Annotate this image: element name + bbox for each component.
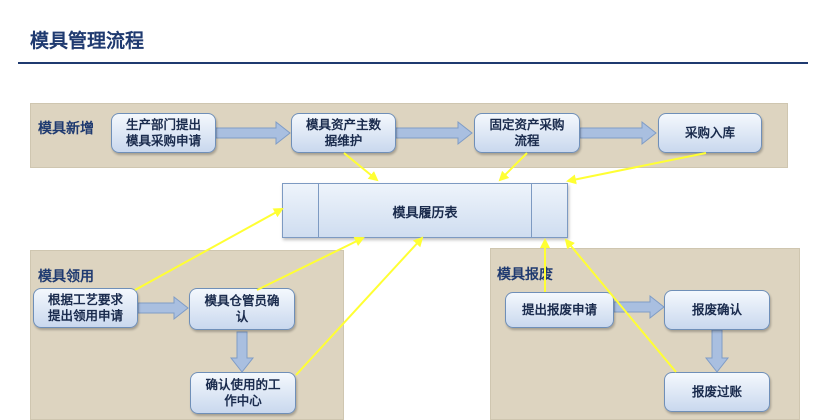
node-fixed-asset-purchase: 固定资产采购 流程 xyxy=(474,113,580,153)
link-apply-use xyxy=(134,208,284,291)
history-right-divider xyxy=(531,184,532,237)
node-master-data: 模具资产主数 据维护 xyxy=(291,113,396,153)
flow-arrow-6 xyxy=(613,294,665,320)
link-fixed-asset xyxy=(498,152,528,182)
node-apply-scrap: 提出报废申请 xyxy=(505,292,614,328)
link-scrap-confirm xyxy=(564,238,677,373)
link-keeper-confirm xyxy=(256,237,365,291)
node-scrap-writeoff: 报废过账 xyxy=(664,372,770,412)
flow-arrow-3 xyxy=(579,120,657,146)
link-warehouse-in xyxy=(566,152,707,185)
node-confirm-workcenter: 确认使用的工 作中心 xyxy=(190,372,296,414)
node-apply-purchase: 生产部门提出 模具采购申请 xyxy=(111,113,216,153)
history-label: 模具履历表 xyxy=(392,206,458,221)
node-warehouse-in: 采购入库 xyxy=(658,113,762,153)
flow-arrow-1 xyxy=(215,120,291,146)
link-workcenter xyxy=(295,236,424,376)
history-left-divider xyxy=(318,184,319,237)
link-master-data xyxy=(343,152,379,182)
flow-arrow-5 xyxy=(229,331,255,373)
panel-mold-scrap-label: 模具报废 xyxy=(497,267,553,283)
node-apply-use: 根据工艺要求 提出领用申请 xyxy=(33,288,138,328)
panel-new-mold-label: 模具新增 xyxy=(38,121,94,137)
page-title: 模具管理流程 xyxy=(30,30,145,52)
node-scrap-confirm: 报废确认 xyxy=(664,290,770,330)
node-keeper-confirm: 模具仓管员确 认 xyxy=(189,288,295,330)
title-divider xyxy=(18,62,808,64)
flow-arrow-4 xyxy=(137,295,189,321)
panel-mold-use-label: 模具领用 xyxy=(38,269,94,285)
node-mold-history: 模具履历表 xyxy=(282,183,568,238)
flow-arrow-2 xyxy=(395,120,473,146)
flow-arrow-7 xyxy=(704,329,730,373)
